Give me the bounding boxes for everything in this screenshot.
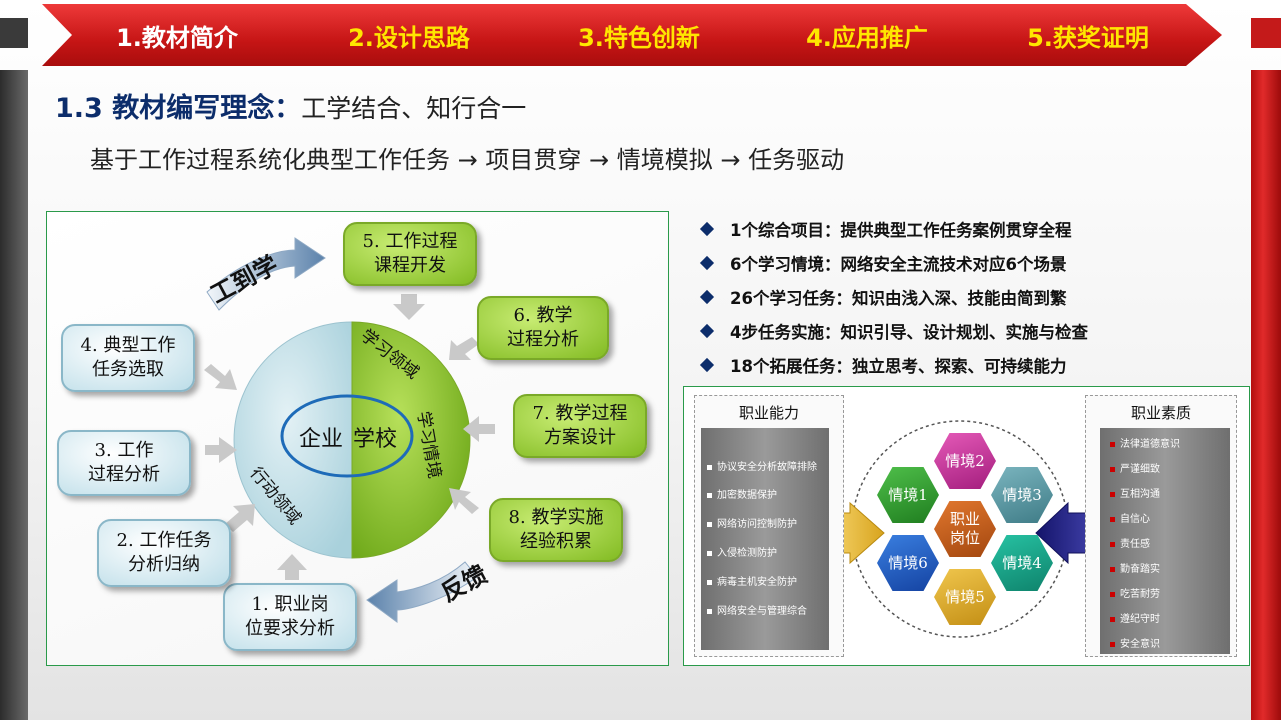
step-arrows (204, 294, 495, 580)
competency-diagram: 职业能力 协议安全分析故障排除 加密数据保护 网络访问控制防护 入侵检测防护 病… (683, 386, 1250, 666)
tab-application[interactable]: 4.应用推广 (732, 4, 1002, 66)
nav-bar: 1.教材简介 2.设计思路 3.特色创新 4.应用推广 5.获奖证明 (42, 4, 1222, 66)
arrow-7-to-circle (463, 416, 495, 442)
left-decor-bar (0, 70, 28, 720)
arrow-2-to-circle (225, 504, 255, 532)
center-label-enterprise: 企业 (299, 427, 344, 452)
tab-awards[interactable]: 5.获奖证明 (954, 4, 1222, 66)
list-item: 26个学习任务：知识由浅入深、技能由简到繁 (699, 280, 1244, 314)
center-label-school: 学校 (353, 427, 398, 452)
step-3-box: 3. 工作 过程分析 (57, 430, 191, 496)
cycle-diagram: 工到学 反馈 企业 学校 行动领域 学习领域 学习情境 1. 职业岗 位要求分析… (46, 211, 669, 666)
arrow-8-to-circle (449, 488, 479, 514)
list-item: 病毒主机安全防护 (707, 573, 797, 588)
left-column-body: 协议安全分析故障排除 加密数据保护 网络访问控制防护 入侵检测防护 病毒主机安全… (701, 428, 829, 650)
page-title: 1.3 教材编写理念：工学结合、知行合一 (55, 86, 526, 125)
step-7-box: 7. 教学过程 方案设计 (513, 394, 647, 458)
list-item: 网络安全与管理综合 (707, 602, 807, 617)
step-5-box: 5. 工作过程 课程开发 (343, 222, 477, 286)
arrow-4-to-circle (204, 364, 237, 390)
list-item-text: 4步任务实施：知识引导、设计规划、实施与检查 (730, 323, 1088, 342)
list-item: 互相沟通 (1110, 485, 1160, 500)
right-decor-bar (1251, 70, 1281, 720)
left-edge-stub (0, 18, 28, 48)
top-feedback-arrow (206, 237, 326, 311)
step-6-box: 6. 教学 过程分析 (477, 296, 609, 360)
concept-line: 基于工作过程系统化典型工作任务 → 项目贯穿 → 情境模拟 → 任务驱动 (90, 146, 845, 174)
step-8-box: 8. 教学实施 经验积累 (489, 498, 623, 562)
arrow-5-to-circle (393, 294, 425, 320)
list-item-text: 1个综合项目：提供典型工作任务案例贯穿全程 (730, 221, 1072, 240)
step-4-box: 4. 典型工作 任务选取 (61, 324, 195, 392)
list-item: 严谨细致 (1110, 460, 1160, 475)
list-item: 安全意识 (1110, 635, 1160, 650)
right-quality-column: 职业素质 法律道德意识 严谨细致 互相沟通 自信心 责任感 勤奋踏实 吃苦耐劳 … (1085, 395, 1237, 657)
tab-design-idea[interactable]: 2.设计思路 (274, 4, 544, 66)
list-item-text: 6个学习情境：网络安全主流技术对应6个场景 (730, 255, 1067, 274)
list-item: 法律道德意识 (1110, 435, 1180, 450)
step-2-box: 2. 工作任务 分析归纳 (97, 519, 231, 587)
list-item-text: 18个拓展任务：独立思考、探索、可持续能力 (730, 357, 1067, 376)
page-title-main: 1.3 教材编写理念： (55, 93, 302, 124)
arrow-3-to-circle (205, 437, 237, 463)
diamond-icon (699, 323, 715, 339)
diamond-icon (699, 255, 715, 271)
list-item: 网络访问控制防护 (707, 515, 797, 530)
list-item-text: 26个学习任务：知识由浅入深、技能由简到繁 (730, 289, 1067, 308)
right-edge-stub (1251, 18, 1281, 48)
page-title-sub: 工学结合、知行合一 (301, 94, 527, 123)
tab-innovation[interactable]: 3.特色创新 (504, 4, 774, 66)
diamond-icon (699, 289, 715, 305)
cycle-graphics (204, 237, 495, 623)
right-column-body: 法律道德意识 严谨细致 互相沟通 自信心 责任感 勤奋踏实 吃苦耐劳 遵纪守时 … (1100, 428, 1230, 654)
step-1-box: 1. 职业岗 位要求分析 (223, 583, 357, 651)
list-item: 4步任务实施：知识引导、设计规划、实施与检查 (699, 314, 1244, 348)
bottom-feedback-arrow (366, 561, 478, 623)
right-column-title: 职业素质 (1130, 404, 1191, 422)
list-item: 协议安全分析故障排除 (707, 458, 817, 473)
list-item: 自信心 (1110, 510, 1150, 525)
list-item: 遵纪守时 (1110, 610, 1160, 625)
center-ring (280, 394, 414, 478)
list-item: 入侵检测防护 (707, 544, 777, 559)
tab-introduction[interactable]: 1.教材简介 (42, 4, 312, 66)
diamond-icon (699, 357, 715, 373)
list-item: 勤奋踏实 (1110, 560, 1160, 575)
left-column-title: 职业能力 (738, 404, 799, 422)
list-item: 18个拓展任务：独立思考、探索、可持续能力 (699, 348, 1244, 382)
list-item: 加密数据保护 (707, 486, 777, 501)
center-circle-left (233, 321, 353, 559)
diamond-icon (699, 221, 715, 237)
list-item: 1个综合项目：提供典型工作任务案例贯穿全程 (699, 212, 1244, 246)
left-competency-column: 职业能力 协议安全分析故障排除 加密数据保护 网络访问控制防护 入侵检测防护 病… (694, 395, 844, 657)
arrow-1-to-circle (277, 554, 307, 580)
list-item: 吃苦耐劳 (1110, 585, 1160, 600)
list-item: 责任感 (1110, 535, 1150, 550)
arrow-6-to-circle (449, 337, 479, 360)
right-navy-arrow (1035, 501, 1087, 565)
feature-list: 1个综合项目：提供典型工作任务案例贯穿全程 6个学习情境：网络安全主流技术对应6… (699, 212, 1244, 382)
list-item: 6个学习情境：网络安全主流技术对应6个场景 (699, 246, 1244, 280)
